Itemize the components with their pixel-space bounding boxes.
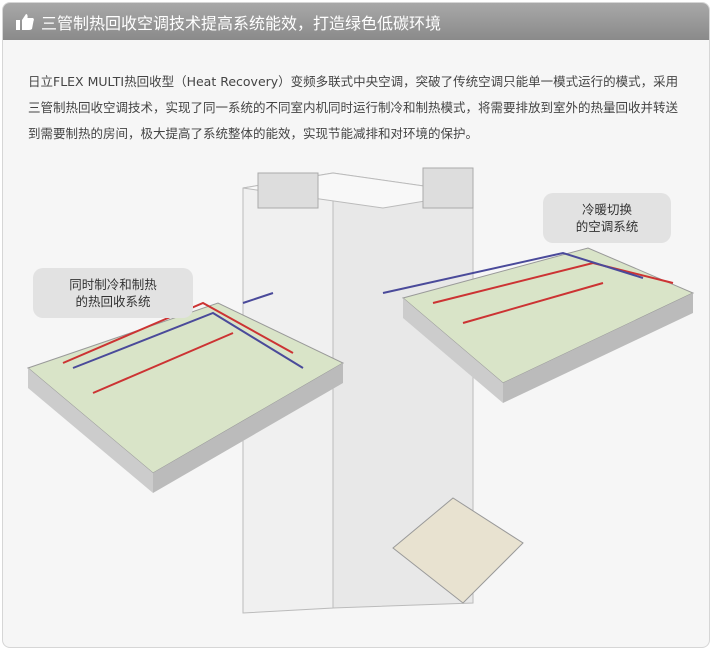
callout-heat-recovery: 同时制冷和制热 的热回收系统 — [33, 268, 193, 318]
callout-switching: 冷暖切换 的空调系统 — [543, 193, 671, 243]
right-floor — [382, 247, 695, 403]
callout-line: 冷暖切换 — [581, 202, 632, 217]
lobby-floor — [392, 497, 524, 604]
panel-header: 三管制热回收空调技术提高系统能效，打造绿色低碳环境 — [3, 3, 709, 40]
callout-line: 的空调系统 — [575, 219, 639, 234]
left-floor — [27, 292, 345, 493]
tower — [242, 167, 474, 614]
callout-line: 的热回收系统 — [75, 294, 151, 309]
callout-line: 同时制冷和制热 — [69, 277, 157, 292]
intro-paragraph: 日立FLEX MULTI热回收型（Heat Recovery）变频多联式中央空调… — [28, 74, 679, 141]
thumbs-up-icon — [16, 13, 34, 30]
panel-title: 三管制热回收空调技术提高系统能效，打造绿色低碳环境 — [41, 13, 442, 33]
building-hvac-illustration — [27, 167, 695, 614]
